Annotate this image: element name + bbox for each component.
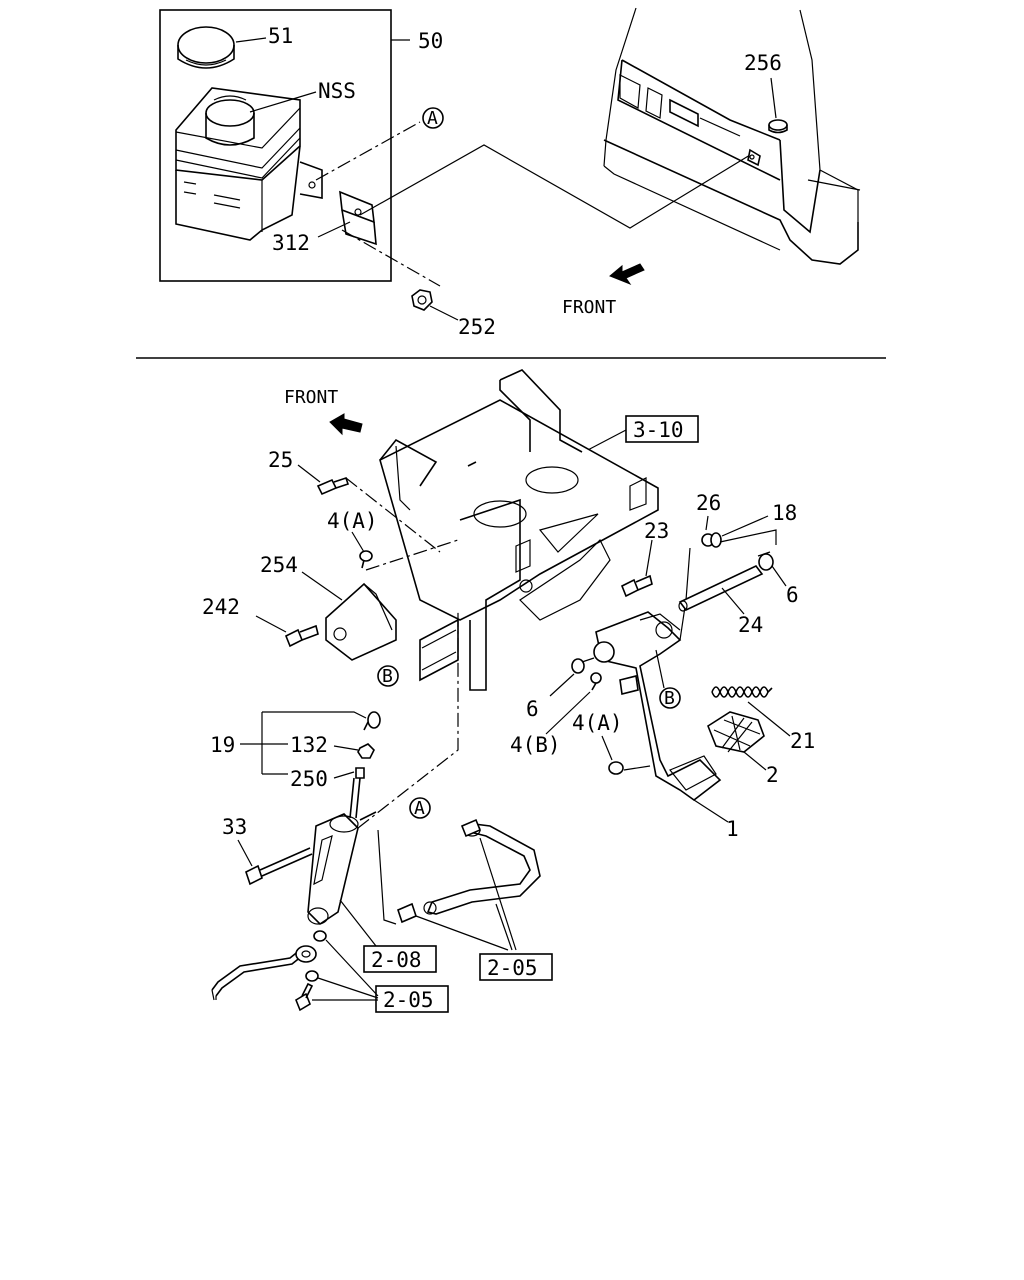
- part-label-256: 256: [744, 51, 782, 75]
- clutch-pedal-arm: [593, 611, 722, 801]
- washer-18: [710, 532, 722, 548]
- hose-clamp-top: [460, 818, 482, 838]
- part-label-2: 2: [766, 763, 779, 787]
- part-label-242: 242: [202, 595, 240, 619]
- part-label-26: 26: [696, 491, 721, 515]
- nut-252: [411, 289, 433, 311]
- part-label-6-mid: 6: [526, 697, 539, 721]
- front-arrow-top: [609, 263, 645, 286]
- reference-callout-a-top: [422, 107, 444, 129]
- bolt-25: [316, 476, 350, 496]
- mounting-bracket-312: [339, 190, 377, 246]
- part-label-18: 18: [772, 501, 797, 525]
- bracket-254: [325, 582, 397, 661]
- svg-text:2-08: 2-08: [371, 948, 422, 972]
- reference-callout-b-right: [659, 687, 681, 709]
- cab-front-panel: [603, 7, 861, 265]
- svg-text:A: A: [427, 108, 438, 129]
- return-spring-21: [711, 686, 773, 698]
- part-label-312: 312: [272, 231, 310, 255]
- bushing-6-right: [757, 551, 774, 571]
- pushrod-250: [349, 767, 365, 819]
- reservoir-hose: [423, 823, 541, 915]
- bushing-6-mid: [571, 657, 595, 674]
- part-label-50: 50: [418, 29, 443, 53]
- reference-box-2-08: [363, 945, 437, 973]
- bolt-33: [245, 847, 313, 886]
- part-label-4a-upper: 4(A): [327, 509, 378, 533]
- pedal-bracket: [379, 369, 659, 691]
- bolt-242: [284, 624, 319, 648]
- svg-text:B: B: [382, 666, 393, 687]
- svg-text:A: A: [414, 798, 425, 819]
- reference-box-3-10: [625, 415, 699, 443]
- reservoir-box-frame: [159, 9, 392, 282]
- front-label-bottom: FRONT: [284, 387, 338, 408]
- reservoir-assembly-group: 51 50 NSS: [159, 7, 861, 339]
- part-label-252: 252: [458, 315, 496, 339]
- nut-132: [357, 743, 375, 759]
- part-label-25: 25: [268, 448, 293, 472]
- part-label-nss: NSS: [318, 79, 356, 103]
- part-label-4b: 4(B): [510, 733, 561, 757]
- part-label-254: 254: [260, 553, 298, 577]
- svg-text:B: B: [664, 688, 675, 709]
- bolt-23: [620, 574, 653, 598]
- svg-text:2-05: 2-05: [487, 956, 538, 980]
- svg-text:3-10: 3-10: [633, 418, 684, 442]
- part-label-132: 132: [290, 733, 328, 757]
- reference-callout-b-left: [377, 665, 399, 687]
- part-label-23: 23: [644, 519, 669, 543]
- svg-text:2-05: 2-05: [383, 988, 434, 1012]
- part-label-51: 51: [268, 24, 293, 48]
- clip-4a-upper: [359, 550, 373, 569]
- clip-4b: [590, 672, 602, 691]
- reference-box-2-05-right: [479, 953, 553, 981]
- pedal-pad-2: [707, 711, 765, 753]
- clevis-pin: [363, 711, 381, 731]
- hydraulic-pipe: [211, 949, 303, 1001]
- hose-clamp-bottom: [397, 902, 417, 924]
- reference-callout-a-bottom: [409, 797, 431, 819]
- washer-upper: [313, 930, 327, 942]
- front-arrow-bottom: [329, 413, 363, 436]
- part-label-33: 33: [222, 815, 247, 839]
- banjo-fitting: [295, 945, 317, 963]
- part-label-24: 24: [738, 613, 763, 637]
- reference-box-2-05-left: [375, 985, 449, 1013]
- part-label-1: 1: [726, 817, 739, 841]
- clutch-master-cylinder: [307, 813, 359, 926]
- part-label-250: 250: [290, 767, 328, 791]
- part-label-6-right: 6: [786, 583, 799, 607]
- part-label-4a-lower: 4(A): [572, 711, 623, 735]
- front-label-top: FRONT: [562, 297, 616, 318]
- clip-4a-lower: [608, 761, 624, 775]
- fluid-reservoir: [175, 87, 323, 241]
- part-label-19: 19: [210, 733, 235, 757]
- pedal-assembly-group: FRONT 3-10: [202, 369, 815, 1013]
- part-label-21: 21: [790, 729, 815, 753]
- plug-256: [768, 119, 788, 134]
- pivot-shaft-24: [678, 564, 764, 612]
- washer-lower: [305, 970, 319, 982]
- reservoir-cap: [177, 26, 235, 69]
- banjo-bolt: [295, 982, 314, 1012]
